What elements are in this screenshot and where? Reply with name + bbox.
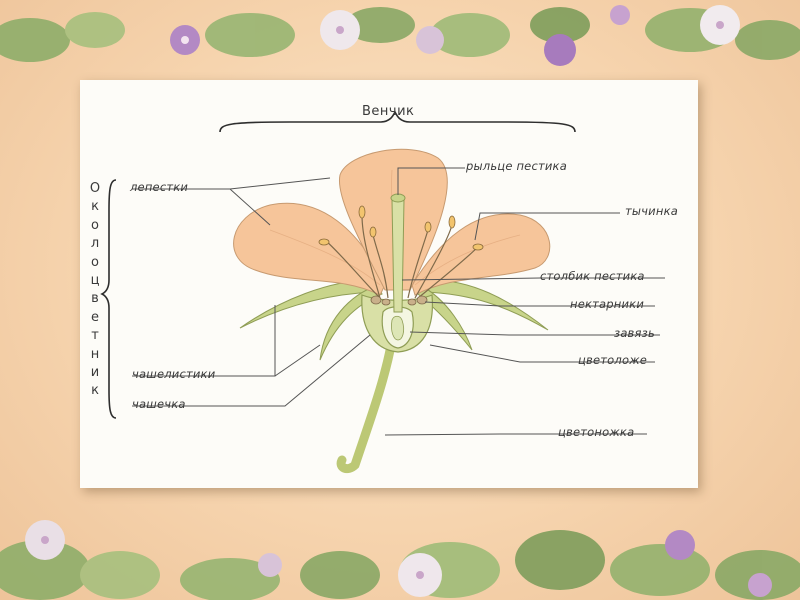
perianth-letter: н [90, 346, 100, 362]
receptacle-label: цветоложе [578, 353, 648, 367]
perianth-brace [100, 179, 117, 419]
leader-lines [132, 167, 665, 436]
ovary-label: завязь [614, 326, 655, 340]
style-label: столбик пестика [540, 269, 645, 283]
stigma-shape [390, 193, 406, 203]
calyx-label: чашечка [132, 397, 186, 411]
perianth-letter: О [89, 181, 101, 196]
pedicel-label: цветоножка [558, 425, 635, 439]
perianth-letter: о [91, 217, 99, 233]
stamen-label: тычинка [625, 204, 678, 218]
bottom-flower-border [0, 505, 800, 600]
perianth-letter: и [90, 365, 100, 381]
stigma-label: рыльце пестика [466, 159, 567, 173]
perianth-letter: т [91, 328, 99, 344]
perianth-letter: к [91, 383, 99, 399]
perianth-letter: к [91, 199, 99, 215]
perianth-letter: ц [90, 273, 100, 289]
flower-diagram [100, 110, 665, 474]
nectaries-label: нектарники [570, 297, 644, 311]
corolla-brace [219, 110, 576, 133]
petals-label: лепестки [130, 180, 189, 194]
corolla-label: Венчик [362, 104, 415, 119]
pedicel-shape [336, 335, 397, 474]
style-shape [391, 199, 405, 313]
perianth-letter: о [91, 254, 99, 270]
perianth-letter: е [91, 309, 99, 325]
perianth-letter: в [91, 291, 99, 307]
top-flower-border [0, 0, 800, 80]
perianth-letter: л [90, 236, 100, 252]
sepals-label: чашелистики [132, 367, 216, 381]
nectaries-shape [370, 295, 428, 306]
